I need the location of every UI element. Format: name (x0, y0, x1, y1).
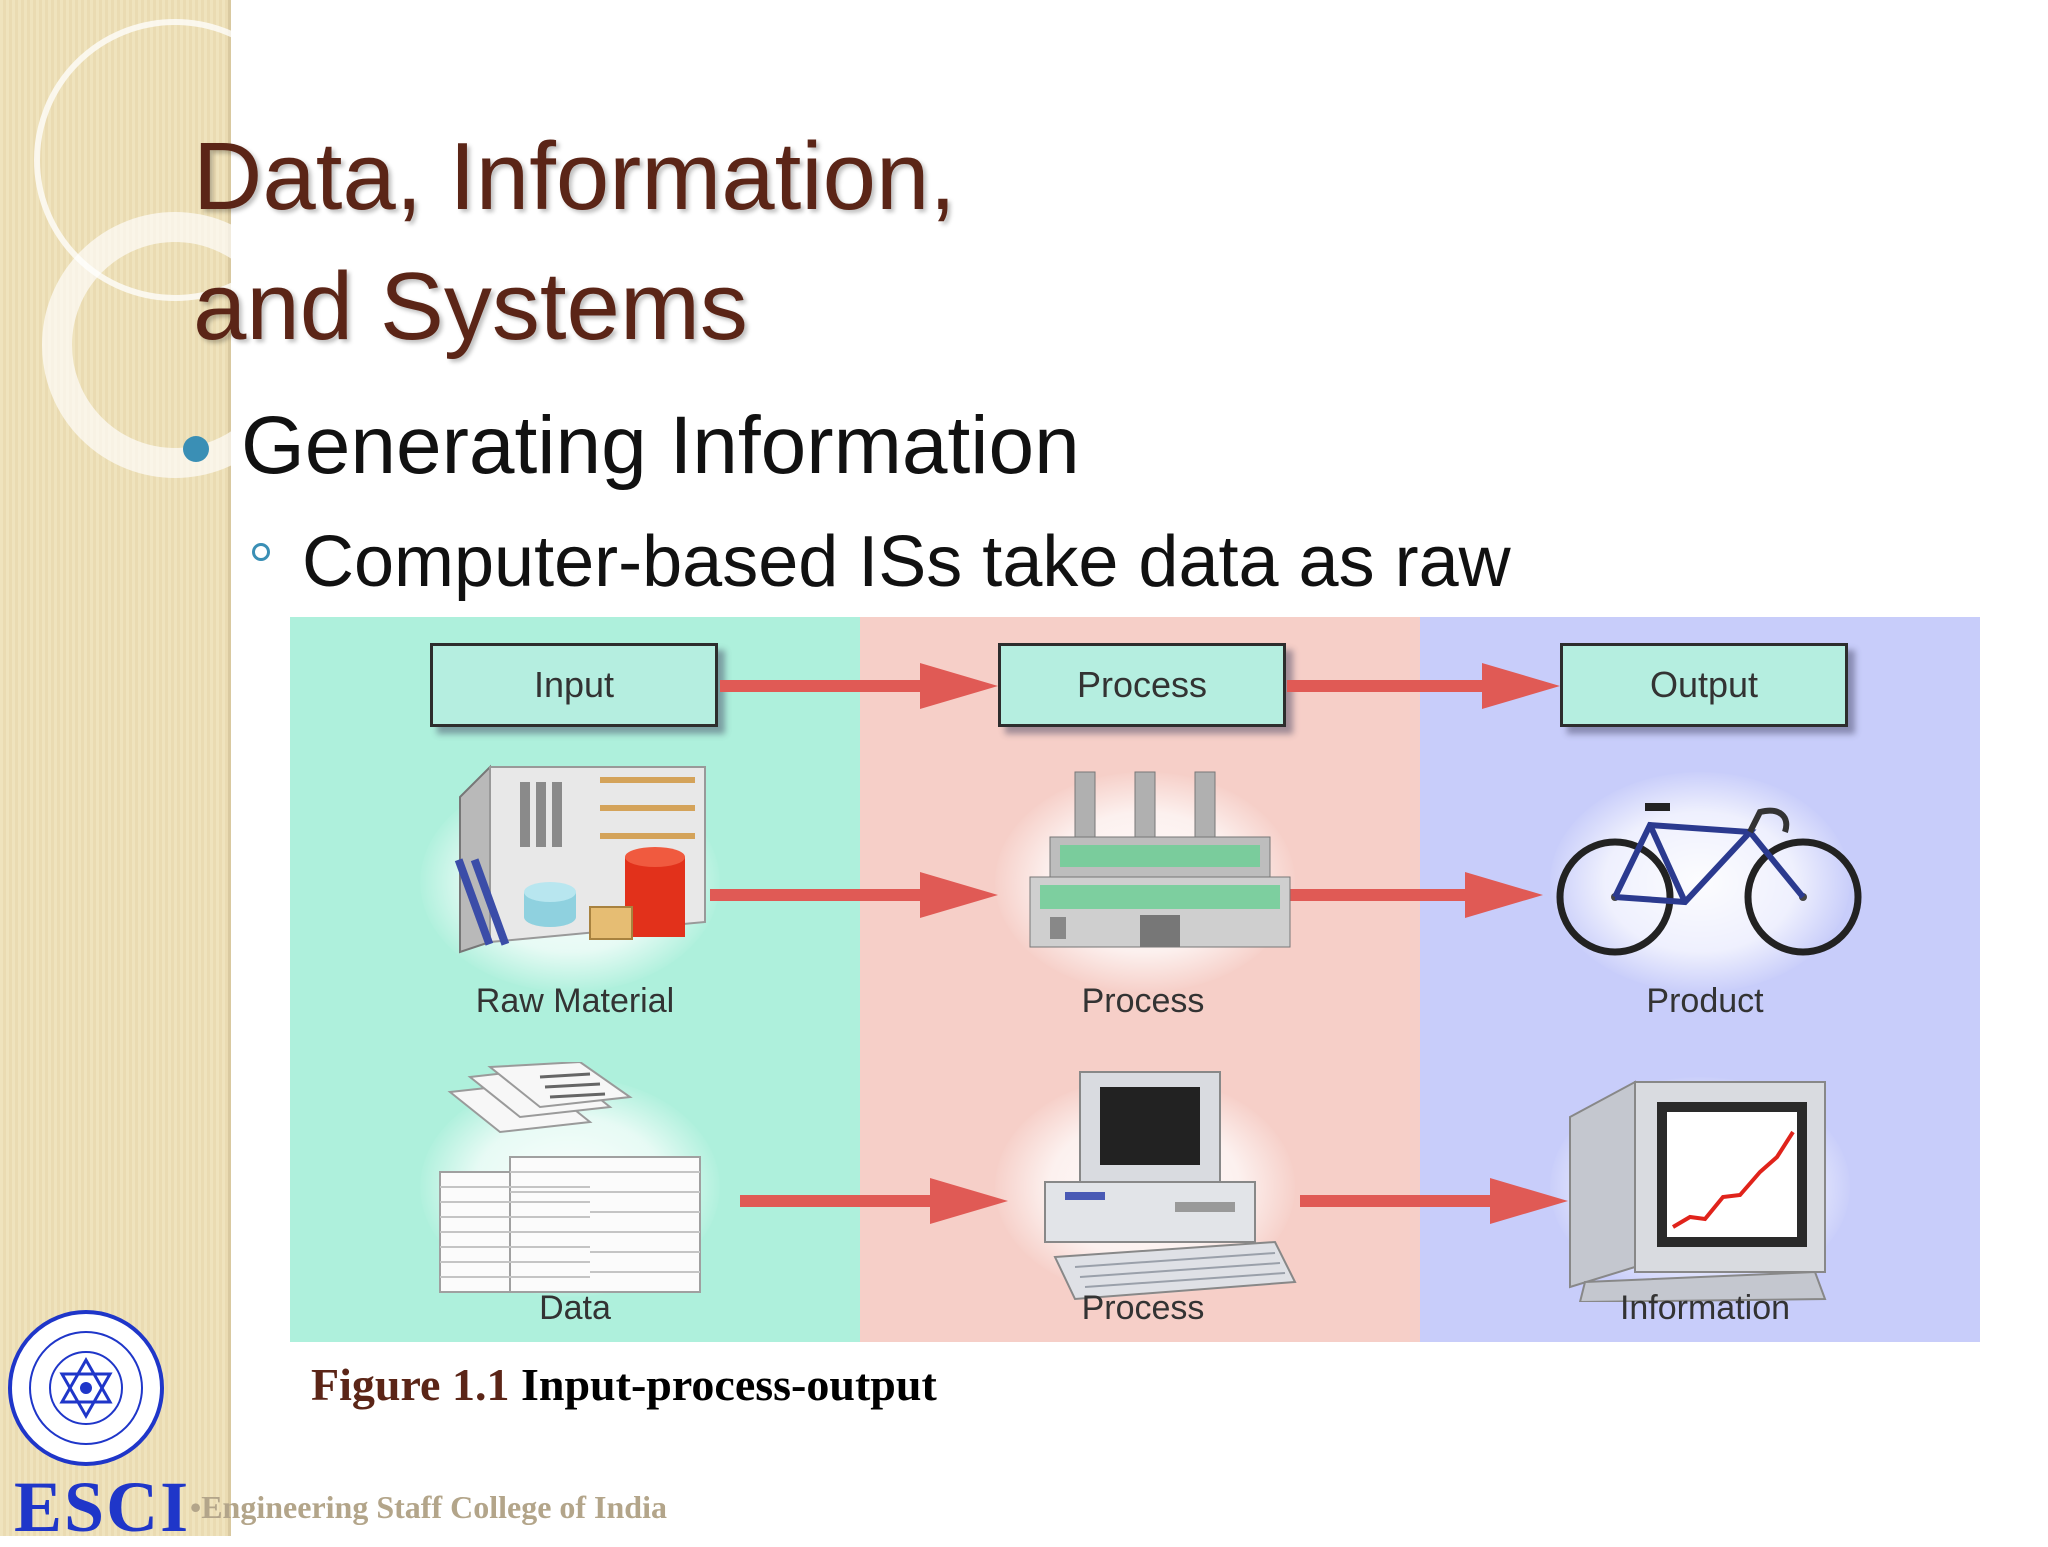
label-process-2: Process (1081, 1289, 1205, 1327)
header-process: Process (998, 643, 1286, 727)
label-data: Data (539, 1289, 611, 1327)
figure-number: Figure 1.1 (311, 1359, 510, 1410)
header-output: Output (1560, 643, 1848, 727)
header-input: Input (430, 643, 718, 727)
title-line-1: Data, Information, (193, 123, 957, 230)
esci-seal-icon (8, 1310, 164, 1466)
title-line-2: and Systems (193, 253, 748, 360)
arrow-icon (1290, 872, 1543, 918)
arrow-icon (710, 872, 998, 918)
footer-text: •Engineering Staff College of India (190, 1489, 667, 1525)
arrow-icon (1287, 663, 1560, 709)
figure-caption: Figure 1.1 Input-process-output (311, 1357, 937, 1413)
esci-logo: ESCI (14, 1467, 191, 1547)
slide-title: Data, Information, and Systems (193, 112, 956, 372)
data-papers-icon (439, 1062, 701, 1293)
sub-bullet-text: Computer-based ISs take data as raw (302, 522, 1511, 602)
arrow-icon (720, 663, 998, 709)
raw-material-warehouse-icon (454, 764, 706, 954)
arrow-icon (1300, 1178, 1568, 1224)
bullet-generating-information: Generating Information (241, 400, 1080, 491)
arrow-icon (740, 1178, 1008, 1224)
label-raw-material: Raw Material (475, 982, 675, 1020)
figure-caption-text: Input-process-output (509, 1359, 937, 1410)
bicycle-icon (1556, 803, 1862, 956)
computer-icon (1044, 1071, 1297, 1301)
factory-icon (1029, 771, 1291, 948)
label-process-1: Process (1081, 982, 1205, 1020)
sub-bullet-circle-icon (252, 543, 270, 561)
label-information: Information (1619, 1289, 1791, 1327)
label-product: Product (1646, 982, 1764, 1020)
information-monitor-icon (1569, 1080, 1827, 1302)
input-process-output-figure: Input Process Output (290, 617, 1980, 1342)
bullet-dot-icon (183, 436, 209, 462)
